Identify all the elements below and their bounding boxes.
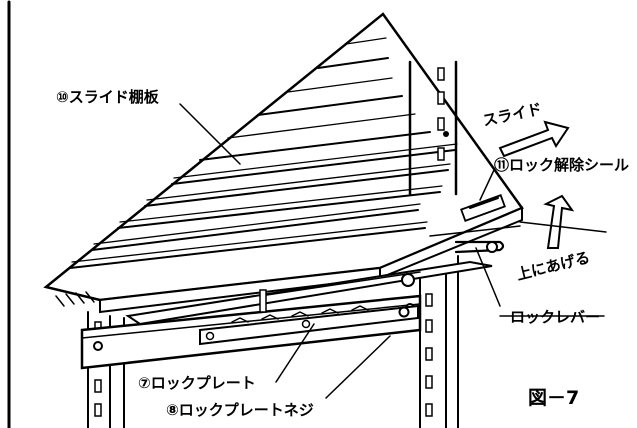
label-lift-up: 上にあげる (515, 248, 592, 284)
lock-plate (199, 304, 419, 346)
lock-lever (429, 225, 521, 254)
leader-lines (179, 103, 605, 399)
label-slide: スライド (481, 100, 543, 130)
label-lock-plate: ⑦ロックプレート (138, 374, 256, 392)
lock-release-seal (460, 194, 506, 222)
label-lock-plate-screw: ⑧ロックプレートネジ (166, 401, 314, 419)
slide-shelf-panel (43, 12, 524, 314)
label-slide-shelf: ⑩スライド棚板 (56, 88, 160, 106)
slide-rail (125, 260, 493, 326)
figure-label: 図－7 (528, 387, 579, 409)
label-lock-release-seal: ⑪ロック解除シール (494, 156, 629, 174)
slide-arrow-icon (498, 120, 570, 158)
right-upright-post (408, 60, 459, 428)
lift-up-arrow-icon (519, 194, 607, 249)
label-lock-lever: ロックレバー (510, 308, 600, 326)
shelf-slats (69, 37, 458, 269)
